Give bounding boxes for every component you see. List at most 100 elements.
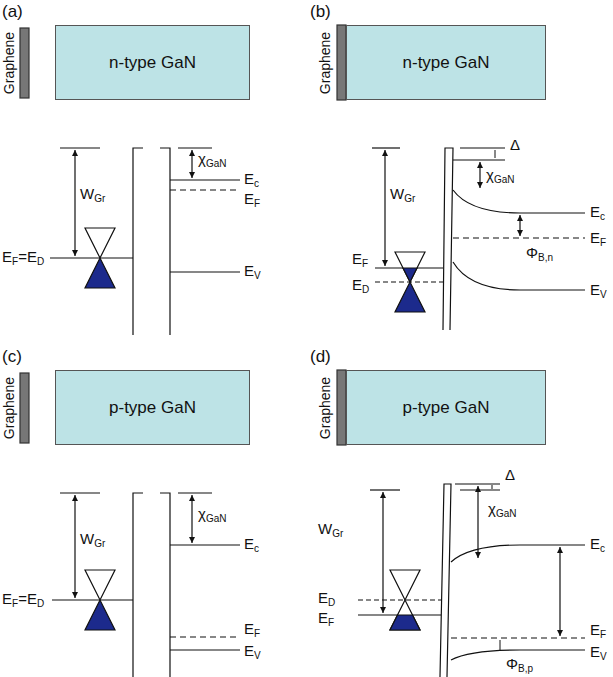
fermi-level [451, 637, 585, 638]
dirac-cone-upper [85, 228, 115, 258]
graphene-label: Graphene [317, 32, 333, 94]
graphene-bar [337, 370, 346, 445]
band-label: χGaN [198, 150, 226, 167]
band-label: χGaN [488, 500, 516, 517]
gan-box: n-type GaN [346, 25, 546, 100]
band-label: EV [244, 262, 261, 279]
band-label: WGr [80, 530, 105, 547]
panel-letter: (b) [310, 2, 331, 22]
band-label: EV [590, 643, 607, 660]
gan-box: n-type GaN [55, 25, 250, 100]
affinity-arrow [479, 162, 480, 188]
conduction-band [170, 544, 240, 545]
dirac-cone-upper [85, 570, 115, 600]
dirac-cone-lower [395, 282, 425, 312]
valence-band [170, 649, 240, 650]
band-label: Δ [505, 466, 515, 483]
band-label: Δ [510, 136, 520, 153]
vacuum-level [453, 148, 505, 160]
dirac-cone-filled [403, 268, 417, 282]
band-label: Ec [590, 203, 605, 220]
valence-band [170, 271, 240, 272]
vacuum-level [372, 147, 400, 148]
work-function-arrow [382, 492, 383, 613]
band-label: EF [244, 620, 260, 637]
fermi-level [453, 237, 585, 238]
vacuum-level [178, 147, 212, 148]
vacuum-level [60, 147, 100, 148]
affinity-arrow [191, 150, 192, 178]
band-label: EF [590, 229, 606, 246]
conduction-band [451, 545, 585, 562]
band-label: ED [318, 589, 335, 606]
barrier-arrow [519, 215, 520, 236]
fermi-level [50, 257, 133, 258]
work-function-arrow [74, 150, 75, 256]
band-label: EF [590, 621, 606, 638]
fermi-level [170, 636, 240, 637]
vacuum-gap [133, 148, 170, 335]
valence-band [451, 650, 585, 660]
work-function-arrow [384, 150, 385, 266]
work-function-arrow [74, 495, 75, 598]
vacuum-level [178, 492, 212, 493]
band-label: ED [352, 276, 369, 293]
gan-box: p-type GaN [55, 370, 250, 445]
gan-box: p-type GaN [346, 370, 546, 445]
dirac-cone-lower [85, 600, 115, 630]
delta-arrow [495, 150, 496, 158]
band-label: EF [318, 609, 334, 626]
band-label: Ec [244, 535, 259, 552]
graphene-label: Graphene [1, 32, 17, 94]
conduction-band [453, 190, 585, 213]
dirac-cone-lower [85, 258, 115, 288]
dirac-level [358, 599, 441, 600]
dirac-level [375, 281, 443, 282]
box-label: p-type GaN [109, 398, 196, 418]
band-label: χGaN [486, 166, 514, 183]
conduction-band [170, 179, 240, 180]
band-label: WGr [390, 185, 415, 202]
vacuum-level [60, 492, 100, 493]
panel-letter: (a) [2, 2, 23, 22]
fermi-level [52, 599, 133, 600]
gap-arrow [559, 547, 560, 636]
box-label: n-type GaN [109, 53, 196, 73]
band-label: ΦB,n [526, 244, 553, 261]
dirac-cone-upper [395, 252, 425, 282]
panel-letter: (c) [2, 347, 22, 367]
dirac-cone-upper [390, 570, 420, 600]
box-label: p-type GaN [403, 398, 490, 418]
graphene-bar [337, 25, 346, 100]
graphene-label: Graphene [317, 377, 333, 439]
interface-barrier [443, 148, 453, 330]
barrier-arrow [500, 640, 501, 650]
band-label: EF [244, 190, 260, 207]
fermi-level [170, 189, 240, 190]
panel-letter: (d) [310, 347, 331, 367]
band-label: ΦB,p [506, 655, 533, 672]
affinity-arrow [477, 486, 478, 558]
dirac-cone-lower [390, 600, 420, 630]
vacuum-level [370, 489, 400, 490]
band-label: EF [352, 250, 368, 267]
interface-barrier [440, 484, 451, 677]
band-label: Ec [244, 170, 259, 187]
dirac-cone-filled [390, 615, 420, 630]
delta-arrow [492, 485, 493, 489]
band-label: EV [590, 281, 607, 298]
box-label: n-type GaN [403, 53, 490, 73]
band-label: EV [244, 642, 261, 659]
valence-band [453, 262, 585, 290]
vacuum-gap [133, 493, 170, 677]
band-label: EF=ED [2, 590, 44, 607]
graphene-bar [20, 28, 29, 98]
band-label: WGr [318, 520, 343, 537]
band-label: WGr [80, 185, 105, 202]
graphene-label: Graphene [1, 377, 17, 439]
graphene-bar [20, 373, 29, 443]
band-label: EF=ED [2, 248, 44, 265]
